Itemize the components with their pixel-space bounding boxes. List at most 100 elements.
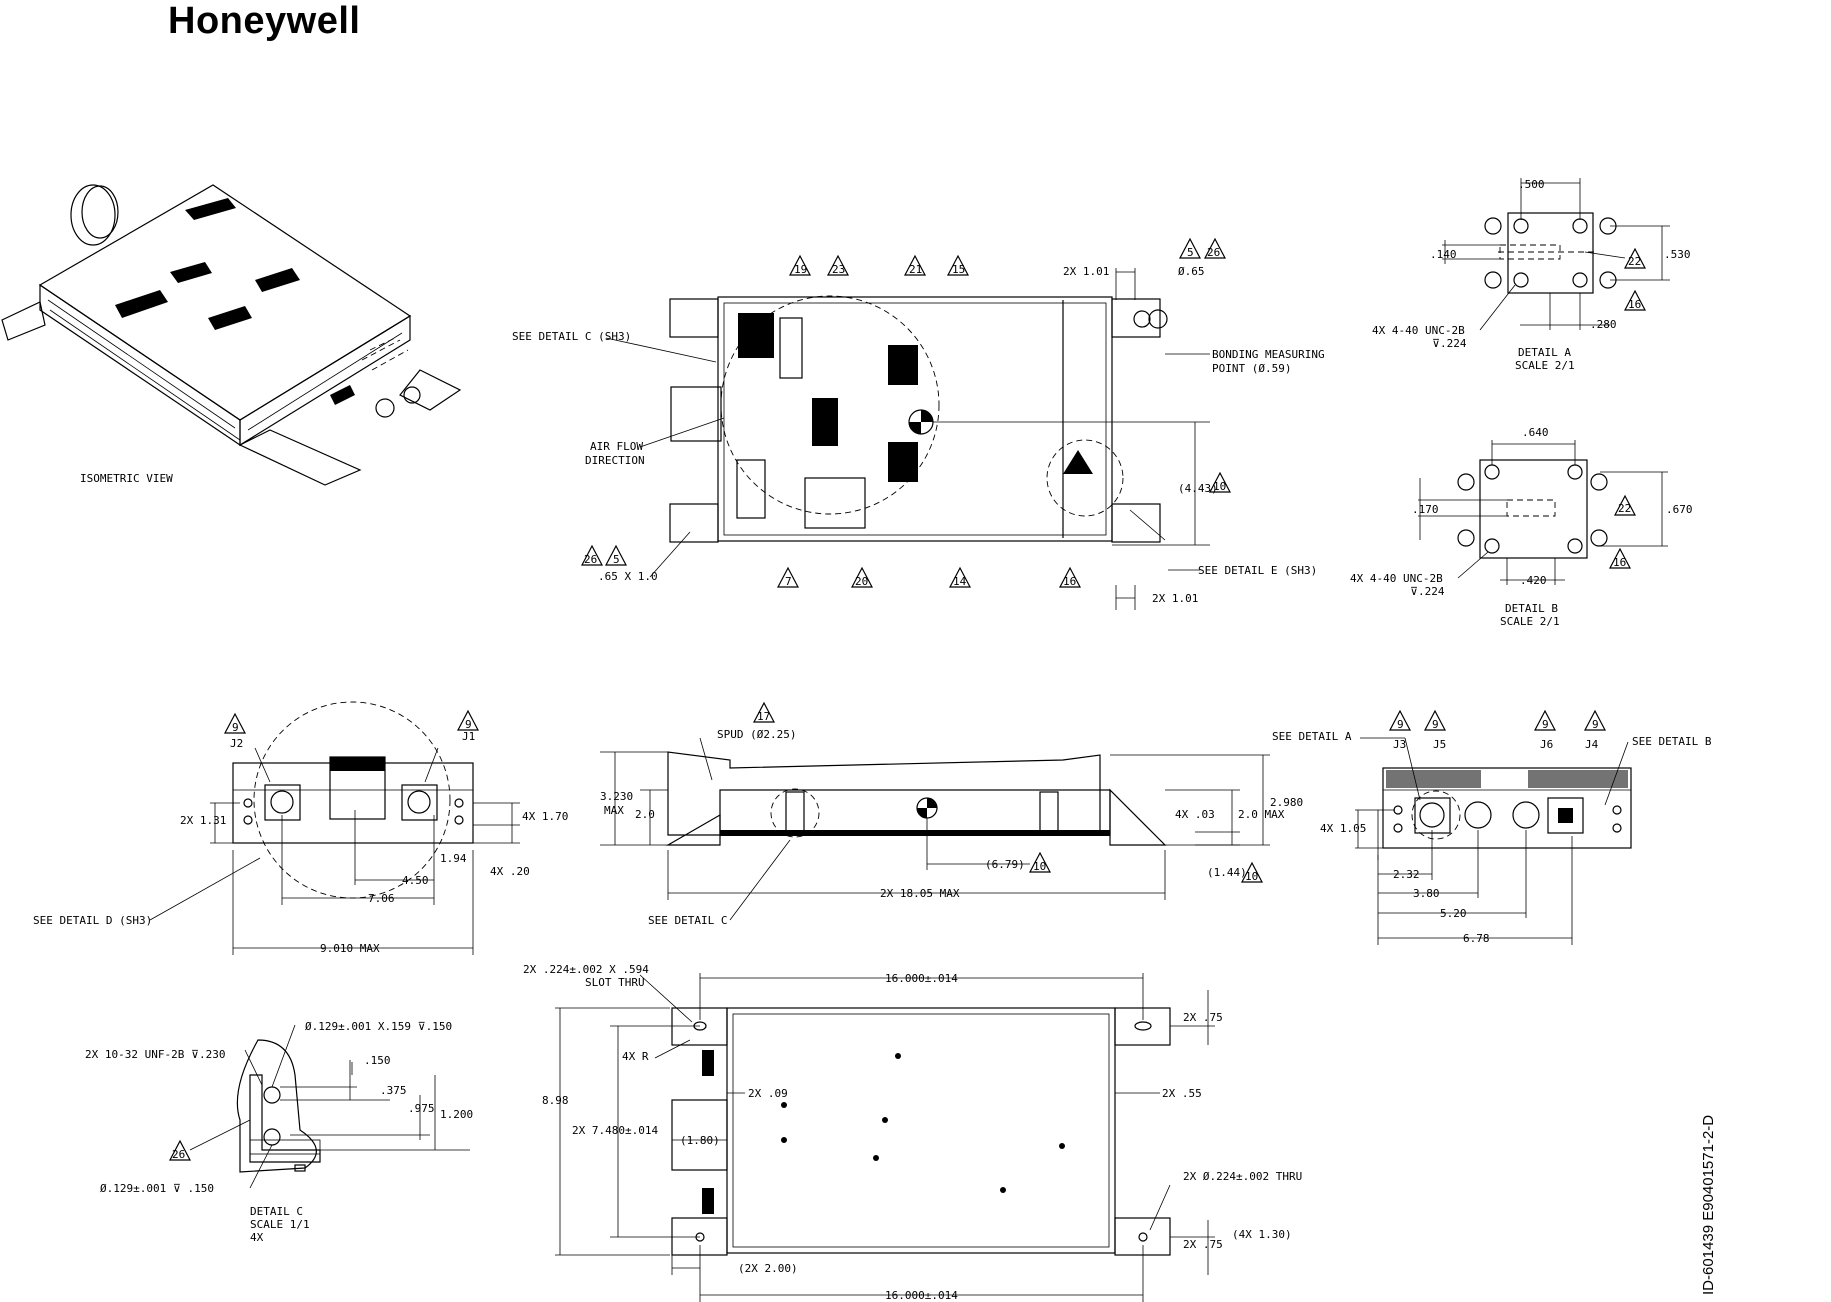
svg-text:16: 16 [1613,556,1626,569]
svg-text:10: 10 [1213,480,1226,493]
detail-a-scale: SCALE 2/1 [1515,359,1575,372]
svg-text:26: 26 [172,1148,185,1161]
air-flow-label-1: AIR FLOW [590,440,643,453]
bv-2x09: 2X .09 [748,1087,788,1100]
flag-note-14: 14 [949,566,971,588]
bv-4xr: 4X R [622,1050,649,1063]
dim-2x101-bottom: 2X 1.01 [1152,592,1198,605]
svg-text:9: 9 [1432,718,1439,731]
honeywell-logo: Honeywell [168,0,361,42]
sv-20-max: 2.0 MAX [1238,808,1285,821]
svg-text:14: 14 [953,575,967,588]
connector-j5-label: J5 [1433,738,1446,751]
detail-b-670: .670 [1666,503,1693,516]
svg-text:10: 10 [1245,870,1258,883]
svg-text:9: 9 [465,718,472,731]
sv-3230: 3.230 [600,790,633,803]
svg-text:7: 7 [785,575,792,588]
bv-898: 8.98 [542,1094,569,1107]
flag-note-22-a: 22 [1624,247,1646,269]
sv-4x03: 4X .03 [1175,808,1215,821]
detail-c-dia1: Ø.129±.001 X.159 ⊽.150 [305,1020,452,1033]
svg-text:5: 5 [1187,246,1194,259]
flag-note-22-b: 22 [1614,494,1636,516]
sv-144: (1.44) [1207,866,1247,879]
detail-b-title: DETAIL B [1505,602,1558,615]
bv-7480: 2X 7.480±.014 [572,1124,658,1137]
side-view [600,737,1270,921]
detail-c-unf: 2X 10-32 UNF-2B ⊽.230 [85,1048,226,1061]
flag-note-10-a: 10 [1209,471,1231,493]
rv-678: 6.78 [1463,932,1490,945]
air-flow-label-2: DIRECTION [585,454,645,467]
flag-note-16-c: 16 [1059,566,1081,588]
sv-2980: 2.980 [1270,796,1303,809]
sv-max: MAX [604,804,624,817]
svg-text:9: 9 [1397,718,1404,731]
see-detail-b-label: SEE DETAIL B [1632,735,1712,748]
bv-16000-top: 16.000±.014 [885,972,958,985]
rv-520: 5.20 [1440,907,1467,920]
detail-c [189,1024,470,1189]
detail-b-640: .640 [1522,426,1549,439]
flag-note-9-j6: 9 [1534,709,1556,731]
sv-679: (6.79) [985,858,1025,871]
flag-note-16-b: 16 [1609,547,1631,569]
isometric-view-label: ISOMETRIC VIEW [80,472,173,485]
see-detail-d-label: SEE DETAIL D (SH3) [33,914,152,927]
flag-note-20: 20 [851,566,873,588]
bv-180: (1.80) [680,1134,720,1147]
detail-a-thread: 4X 4-40 UNC-2B [1372,324,1465,337]
flag-note-26-bottom: 26 [581,544,603,566]
detail-b [1418,440,1668,585]
flag-note-7: 7 [777,566,799,588]
bv-16000-bottom: 16.000±.014 [885,1289,958,1302]
flag-note-21: 21 [904,254,926,276]
detail-a [1442,178,1670,331]
detail-a-280: .280 [1590,318,1617,331]
flag-note-10-b: 10 [1029,851,1051,873]
fv-4x20: 4X .20 [490,865,530,878]
svg-text:23: 23 [832,263,845,276]
bottom-view [555,973,1215,1302]
see-detail-c-sh3-label: SEE DETAIL C (SH3) [512,330,631,343]
connector-j3-label: J3 [1393,738,1406,751]
bonding-label-2: POINT (Ø.59) [1212,362,1291,375]
svg-text:9: 9 [1592,718,1599,731]
sv-20: 2.0 [635,808,655,821]
detail-a-title: DETAIL A [1518,346,1571,359]
detail-c-975: .975 [408,1102,435,1115]
top-view [605,268,1210,610]
svg-text:16: 16 [1063,575,1076,588]
flag-note-9-j4: 9 [1584,709,1606,731]
flag-note-5-bottom: 5 [605,544,627,566]
bv-2x75-bottom: 2X .75 [1183,1238,1223,1251]
flag-note-10-c: 10 [1241,861,1263,883]
detail-c-4x: 4X [250,1231,264,1244]
connector-j6-label: J6 [1540,738,1553,751]
bv-2x200: (2X 2.00) [738,1262,798,1275]
flag-note-23: 23 [827,254,849,276]
fv-9010-max: 9.010 MAX [320,942,380,955]
detail-b-scale: SCALE 2/1 [1500,615,1560,628]
see-detail-c-label: SEE DETAIL C [648,914,727,927]
rv-4x105: 4X 1.05 [1320,822,1366,835]
svg-text:22: 22 [1618,502,1631,515]
document-id: ID-601439 E90401571-2-D [1700,1114,1717,1295]
detail-a-140: .140 [1430,248,1457,261]
svg-text:10: 10 [1033,860,1046,873]
bonding-label-1: BONDING MEASURING [1212,348,1325,361]
rv-232: 2.32 [1393,868,1420,881]
dim-443: (4.43) [1178,482,1218,495]
detail-b-420: .420 [1520,574,1547,587]
flag-note-26-top: 26 [1204,237,1226,259]
isometric-view [1,184,462,486]
connector-j1-label: J1 [462,730,475,743]
dim-65x10: .65 X 1.0 [598,570,658,583]
flag-note-9-j1: 9 [457,709,479,731]
detail-c-375: .375 [380,1084,407,1097]
detail-a-500: .500 [1518,178,1545,191]
svg-text:15: 15 [952,263,965,276]
detail-b-thread: 4X 4-40 UNC-2B [1350,572,1443,585]
